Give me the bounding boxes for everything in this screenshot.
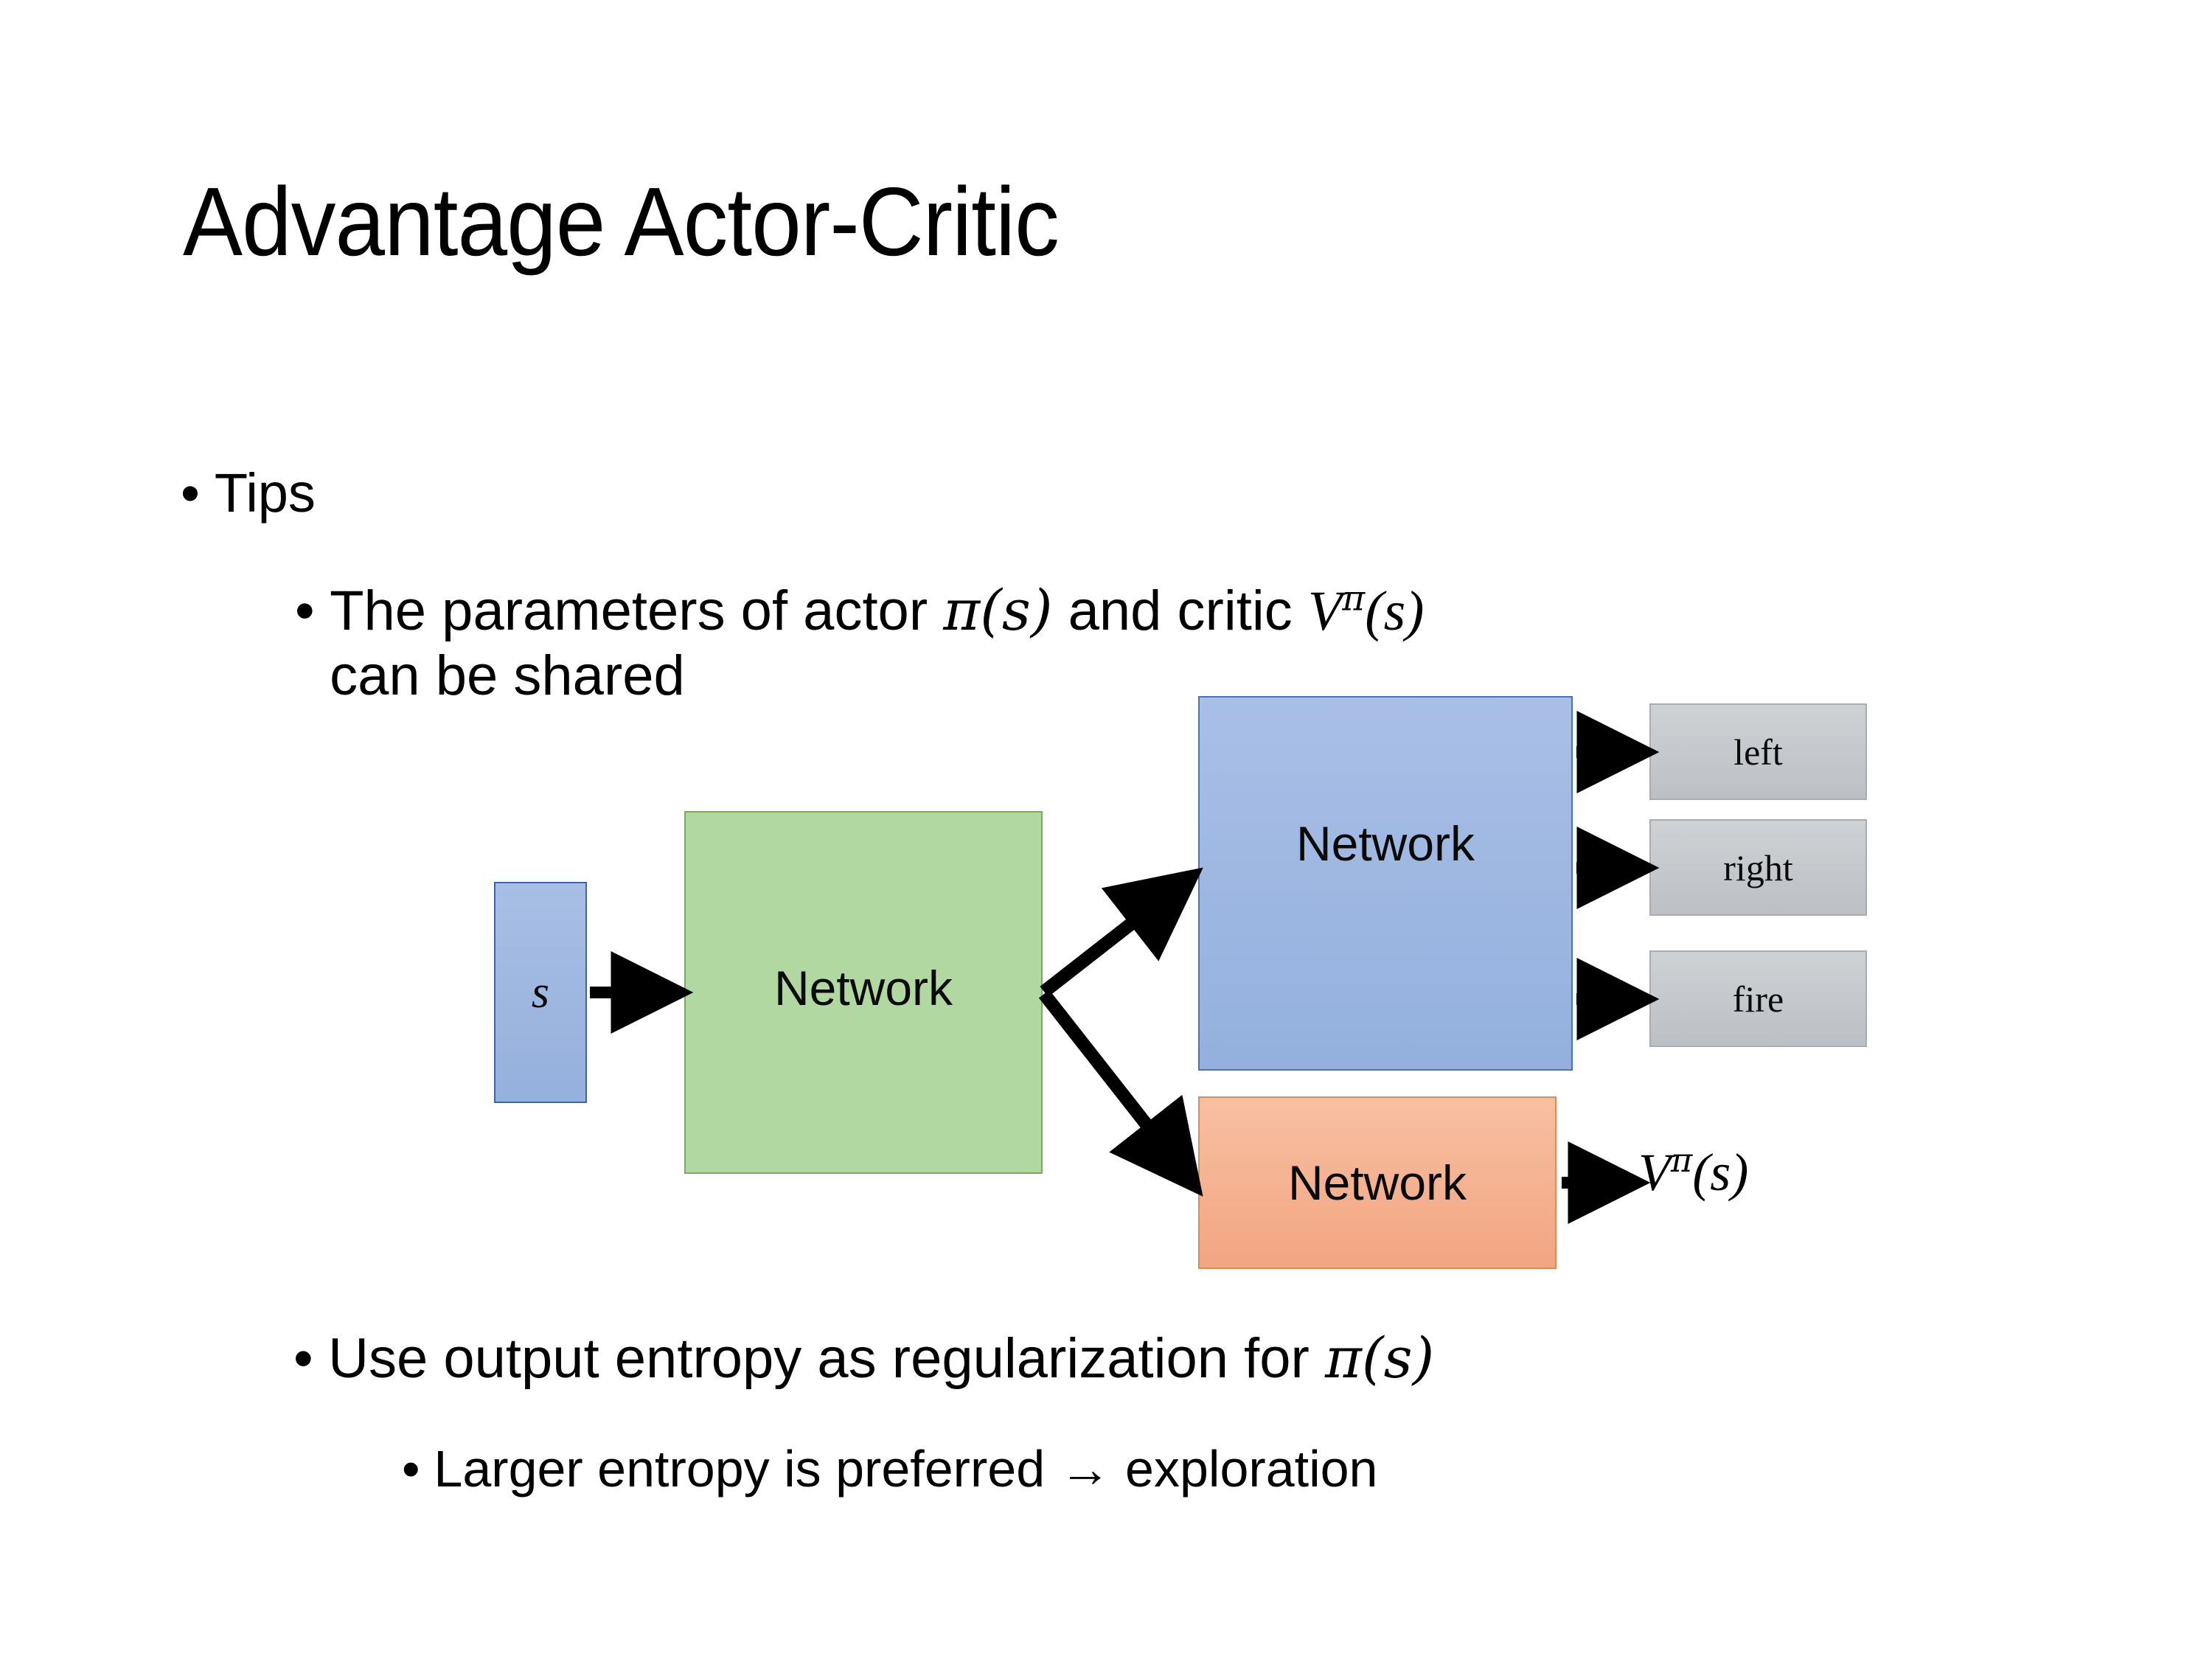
arrow-shared-to-critic [1038,990,1203,1197]
action-output-fire: fire [1649,950,1867,1047]
action-fire-label: fire [1732,978,1784,1020]
bullet-params-text-b: and critic [1052,580,1308,642]
critic-output-value: Vπ(s) [1638,1141,1748,1203]
bullet-entropy-text: Use output entropy as regularization for [328,1327,1325,1390]
action-left-label: left [1733,731,1783,773]
page-title: Advantage Actor-Critic [183,167,1060,276]
bullet-tips-label: Tips [214,462,316,524]
shared-network-box: Network [684,811,1043,1174]
state-label: s [531,967,550,1018]
bullet-tips: Tips [181,462,316,524]
bullet-entropy-regularization: Use output entropy as regularization for… [293,1325,1435,1391]
math-v-argument: (s) [1365,580,1425,642]
bullet-params-line2: can be shared [330,644,685,708]
critic-network-box: Network [1198,1096,1557,1269]
bullet-marker [295,579,330,644]
critic-network-label: Network [1287,1155,1467,1210]
action-output-right: right [1649,819,1867,916]
actor-network-label: Network [1295,816,1475,871]
bullet-marker [402,1439,434,1499]
math-v-superscript-pi: π [1342,578,1366,619]
bullet-params-text-a: The parameters of actor [330,580,944,642]
math-v-argument: (s) [1692,1143,1749,1202]
arrow-shared-to-actor [1040,867,1203,998]
math-v-symbol: V [1638,1143,1671,1202]
shared-network-label: Network [773,961,953,1015]
bullet-larger-text: Larger entropy is preferred → exploratio… [434,1440,1378,1498]
state-input-box: s [494,882,587,1103]
bullet-marker [181,463,215,524]
math-pi-of-s: π(s) [1324,1325,1435,1391]
math-pi-of-s: π(s) [943,577,1053,643]
math-v-superscript-pi: π [1670,1141,1693,1180]
bullet-shared-parameters: The parameters of actor π(s) and critic … [295,577,2006,709]
action-output-left: left [1649,703,1867,800]
math-v-symbol: V [1307,580,1343,642]
action-right-label: right [1723,846,1793,888]
actor-network-box: Network [1198,696,1573,1071]
bullet-marker [293,1326,328,1391]
bullet-larger-entropy: Larger entropy is preferred → exploratio… [402,1439,1378,1499]
